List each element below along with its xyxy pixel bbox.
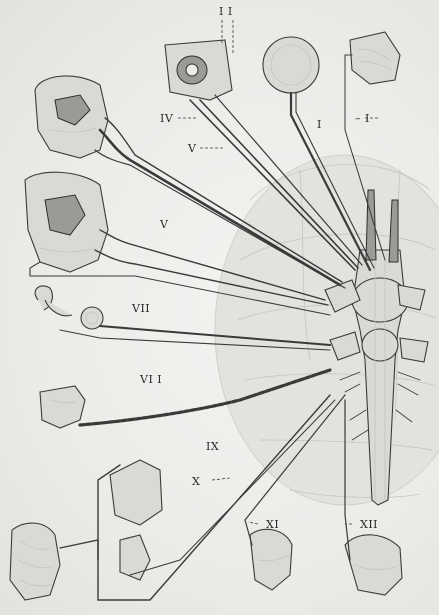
label-vagus: X: [192, 475, 200, 488]
label-accessory: XI: [266, 518, 279, 531]
label-olfactory-right: I: [317, 118, 322, 131]
label-optic-top: I I: [219, 5, 233, 18]
label-olfactory-right-dash: – I: [355, 112, 370, 125]
label-trochlear: IV: [160, 112, 174, 125]
label-facial: VII: [131, 302, 150, 315]
label-trigeminal-lower: V: [159, 218, 169, 231]
brain-outline: [215, 155, 439, 505]
label-glossopharyngeal: IX: [206, 440, 219, 453]
label-vestibulocochlear: VI I: [139, 373, 162, 386]
label-hypoglossal: XII: [360, 518, 378, 531]
label-trigeminal-upper: V: [187, 142, 197, 155]
